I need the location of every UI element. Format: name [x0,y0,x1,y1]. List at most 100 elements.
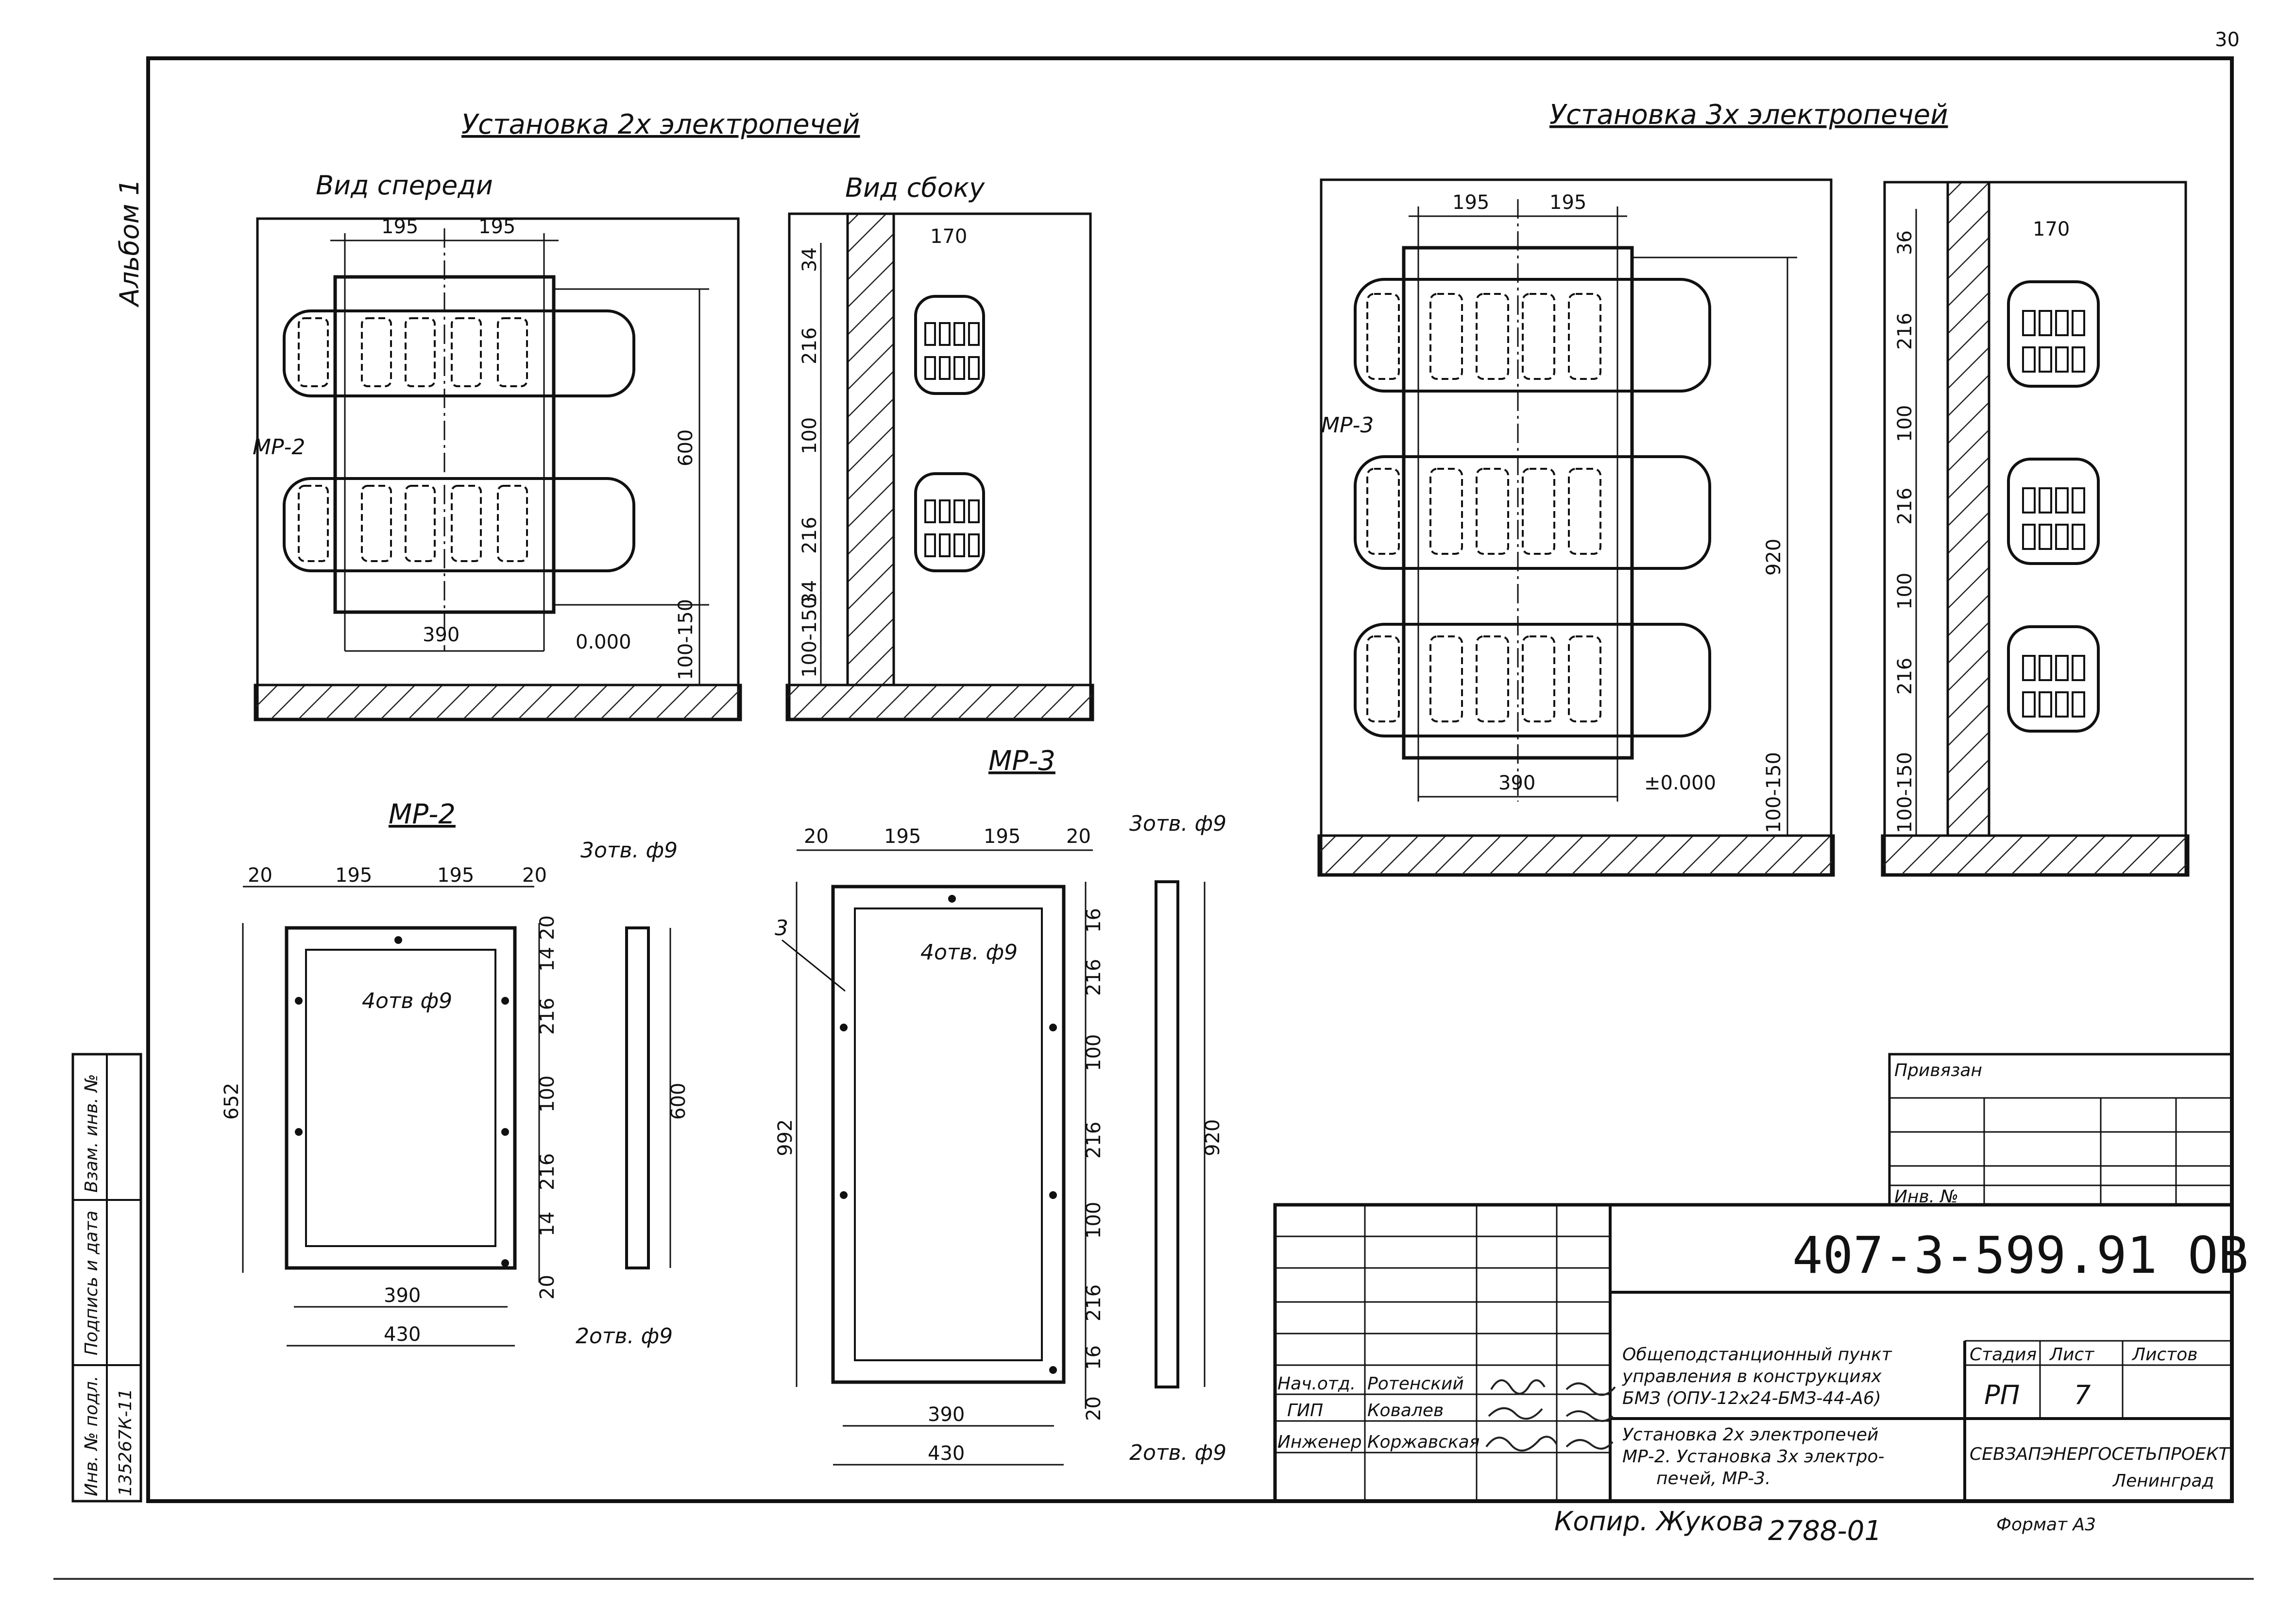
mr3-right-dim: 216 [1083,1284,1105,1321]
bracket-ref-label: МР-3 [1321,413,1374,438]
wall-hatch [846,212,895,686]
heater-side [2007,458,2100,565]
side-view-three: 170 36 216 100 216 100 216 100-150 [1881,181,2190,877]
page-corner-number: 30 [2215,29,2240,51]
mr3-right-dim: 100 [1083,1034,1105,1071]
left-strip: Взам. инв. № Подпись и дата Инв. № подл.… [71,1053,142,1503]
replaced-inv-label: Взам. инв. № [82,1074,102,1193]
mr3-holes-middle: 4отв. ф9 [920,940,1018,965]
section-two-title: Установка 2х электропечей [461,109,860,140]
dim-920: 920 [1763,539,1785,576]
heater-side [914,472,985,572]
mr3-holes-bottom: 2отв. ф9 [1129,1440,1226,1465]
sheet-header: Лист [2049,1345,2094,1365]
sheet-value: 7 [2074,1380,2091,1410]
paper-format: Формат А3 [1996,1515,2096,1535]
side-dim: 36 [1894,230,1916,255]
mr3-profile [1155,880,1179,1388]
dim-100-150: 100-150 [1763,752,1785,833]
side-dim-170: 170 [930,225,967,248]
mr3-top-dim: 20 [1066,825,1091,848]
mr2-holes-bottom: 2отв. ф9 [576,1324,673,1349]
mr3-right-dim: 16 [1083,908,1105,933]
side-dim: 34 [799,247,821,272]
mr2-right-dim: 20 [536,915,559,940]
mr2-dim-430: 430 [384,1323,421,1346]
sheets-header: Листов [2131,1345,2197,1365]
mr2-top-dim: 195 [437,864,474,887]
side-dim: 100 [1894,405,1916,442]
copied-by: Копир. Жукова [1554,1506,1764,1537]
mr3-detail: МР-3 20 195 195 20 16 216 100 216 100 21… [774,745,1226,1466]
binding-box: Привязан Инв. № [1888,1053,2233,1207]
mr3-dim-992: 992 [774,1119,797,1156]
sign-date-label: Подпись и дата [82,1211,102,1355]
mr2-top-dim: 195 [335,864,372,887]
side-dim: 100-150 [1894,752,1916,833]
side-view-two: 170 34 216 100 216 34 100-150 [785,212,1094,721]
front-view-two: 195 195 600 100-150 390 0.000 МР-2 [253,216,742,721]
mr3-callout: 3 [775,916,788,941]
album-label: Альбом 1 [114,179,145,308]
level-mark: 0.000 [576,631,631,653]
dim-390: 390 [423,624,459,646]
mr2-holes-middle: 4отв ф9 [362,989,452,1013]
mr2-holes-top: 3отв. ф9 [580,838,678,863]
heater-side [914,295,985,395]
mr3-right-dim: 100 [1083,1202,1105,1239]
binding-title: Привязан [1894,1061,1982,1080]
mr2-right-dim: 216 [536,1153,559,1190]
mr3-dim-390: 390 [928,1404,965,1426]
mr3-top-dim: 20 [804,825,829,848]
dim-195-left: 195 [381,216,418,238]
floor-hatch [1317,834,1835,877]
level-mark: ±0.000 [1644,772,1716,794]
mr2-top-dim: 20 [248,864,272,887]
dim-195-right: 195 [1549,191,1586,214]
bracket-ref-label: МР-2 [253,435,305,460]
mr2-top-dim: 20 [522,864,547,887]
person-role: Нач.отд. [1277,1374,1356,1394]
mr2-right-dim: 20 [536,1275,559,1300]
object-name-line: управления в конструкциях [1622,1367,1882,1386]
mr2-dim-600: 600 [667,1083,690,1120]
mr2-right-dim: 14 [536,947,559,972]
mr2-frame [285,926,517,1270]
mr2-right-dim: 100 [536,1076,559,1113]
archive-number: 2788-01 [1768,1515,1882,1547]
person-role: Инженер [1277,1432,1362,1452]
sheet-name-line: Установка 2х электропечей [1622,1425,1878,1445]
side-dim: 216 [799,327,821,364]
heater-side [2007,625,2100,733]
side-view-label: Вид сбоку [845,172,985,203]
mr3-frame [831,885,1066,1384]
side-dim: 216 [1894,313,1916,350]
mr2-right-dim: 216 [536,998,559,1035]
sheet-name-line: МР-2. Установка 3х электро- [1622,1447,1885,1467]
side-dim: 216 [1894,658,1916,695]
side-dim: 216 [1894,488,1916,525]
mr2-detail: МР-2 20 195 195 20 20 14 216 100 216 14 … [221,799,690,1349]
mr3-right-dim: 20 [1083,1396,1105,1421]
signature-scribbles [1485,1379,1616,1452]
object-name-line: БМЗ (ОПУ-12х24-БМЗ-44-А6) [1622,1388,1881,1408]
front-view-label: Вид спереди [316,170,493,201]
person-name: Ротенский [1367,1374,1464,1394]
object-name-line: Общеподстанционный пункт [1622,1345,1892,1365]
dim-195-right: 195 [478,216,515,238]
organization-name: СЕВЗАПЭНЕРГОСЕТЬПРОЕКТ [1970,1444,2230,1464]
mr2-profile [625,926,650,1269]
dim-100-150: 100-150 [675,599,697,680]
heating-elements [298,317,528,562]
dim-600: 600 [675,429,697,466]
title-block: 407-3-599.91 ОВ Общеподстанционный пункт… [1273,1203,2248,1503]
dim-195-left: 195 [1452,191,1489,214]
inv-original-label: Инв. № подл. [82,1376,102,1496]
side-dim: 216 [799,517,821,554]
heater-outline [283,309,635,397]
side-dim-170: 170 [2033,218,2070,240]
stage-value: РП [1984,1380,2020,1410]
section-three-title: Установка 3х электропечей [1549,99,1948,131]
floor-hatch [785,684,1094,721]
